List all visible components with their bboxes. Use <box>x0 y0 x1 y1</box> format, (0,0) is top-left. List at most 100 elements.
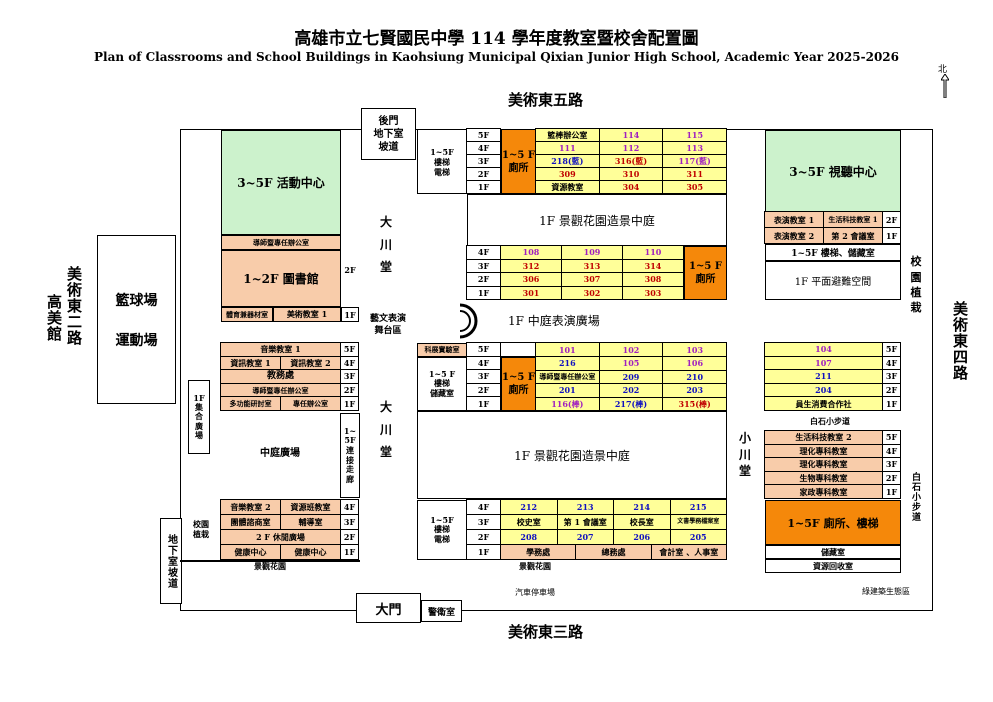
classroom: 307 <box>561 272 623 287</box>
floor-label: 2F <box>466 382 501 398</box>
classroom: 113 <box>662 141 727 155</box>
floor-label: 1F <box>340 396 359 411</box>
physics-lab: 理化專科教室 <box>764 443 883 459</box>
floor-label: 3F <box>340 514 359 530</box>
archive-room: 文書學務檔案室 <box>669 514 727 530</box>
biology-lab: 生物專科教室 <box>764 470 883 486</box>
floor-label: 1F <box>340 544 359 560</box>
east-south-building: 生活科技教室 2 5F 理化專科教室 4F 理化專科教室 3F 生物專科教室 2… <box>764 430 901 499</box>
classroom: 108 <box>500 245 562 260</box>
accounting-personnel-office: 會計室 、人事室 <box>650 544 727 560</box>
classroom: 111 <box>535 141 600 155</box>
road-north: 美術東五路 <box>508 91 584 109</box>
floor-label: 3F <box>466 258 501 273</box>
back-gate: 後門 地下室 坡道 <box>361 108 416 160</box>
floor-label: 2F <box>882 470 901 486</box>
playground-label: 運動場 <box>115 332 158 349</box>
floor-label: 1F <box>466 396 501 411</box>
cooperative-store: 員生消費合作社 <box>764 396 883 411</box>
science-lab: 科展實驗室 <box>417 343 467 357</box>
baseball-office: 籃棒辦公室 <box>535 128 600 142</box>
road-west: 美術東二路 <box>65 266 83 346</box>
physics-lab: 理化專科教室 <box>764 457 883 472</box>
classroom: 314 <box>622 258 684 273</box>
dachuan-hall-south: 大 川 堂 <box>379 399 392 460</box>
activity-center: 3~5F 活動中心 <box>221 130 341 235</box>
classroom: 311 <box>662 167 727 181</box>
floor-label: 1F <box>466 285 501 300</box>
classroom: 313 <box>561 258 623 273</box>
floor-label: 2F <box>882 382 901 398</box>
floor-label: 2F <box>466 272 501 287</box>
green-building-area: 綠建築生態區 <box>862 587 910 596</box>
south-stairs: 1~5F 樓梯 電梯 <box>417 500 467 560</box>
classroom: 306 <box>500 272 562 287</box>
classroom: 112 <box>598 141 664 155</box>
dachuan-hall-north: 大 川 堂 <box>379 214 392 275</box>
classroom: 303 <box>622 285 684 300</box>
classroom: 215 <box>669 499 727 515</box>
north-mid-classrooms: 108 109 110 312 313 314 306 307 308 301 … <box>500 245 684 300</box>
av-center: 3~5F 視聽中心 <box>765 130 901 212</box>
principal-office: 校長室 <box>613 514 671 530</box>
student-affairs-office: 學務處 <box>500 544 577 560</box>
meeting-room-2: 第 2 會議室 <box>823 227 883 244</box>
classroom: 109 <box>561 245 623 260</box>
road-east: 美術東四路 <box>951 301 969 381</box>
floor-label: 4F <box>882 355 901 371</box>
classroom: 107 <box>764 355 883 371</box>
basement-ramp: 地下室坡道 <box>160 518 182 604</box>
teacher-office: 導師暨專任辦公室 <box>220 382 341 398</box>
seminar-room: 多功能研討室 <box>220 396 281 411</box>
classroom: 302 <box>561 285 623 300</box>
performance-room-1: 表演教室 1 <box>764 211 824 228</box>
meeting-room-1: 第 1 會議室 <box>556 514 614 530</box>
classroom: 103 <box>662 342 727 357</box>
classroom: 310 <box>598 167 664 181</box>
floor-label: 3F <box>882 457 901 472</box>
floor-label: 4F <box>882 443 901 459</box>
landscape-garden-west: 景觀花園 <box>254 560 286 571</box>
north-mid-floor-labels: 4F 3F 2F 1F <box>466 245 501 300</box>
classroom: 214 <box>613 499 671 515</box>
center-stairs: 1~5 F 樓梯 儲藏室 <box>417 357 467 411</box>
south-floor-labels: 4F 3F 2F 1F <box>466 499 501 560</box>
floor-label: 3F <box>882 369 901 384</box>
connecting-corridor: 1~ 5F 連 接 走 廊 <box>340 413 360 498</box>
floor-label: 2F <box>466 529 501 545</box>
classroom: 301 <box>500 285 562 300</box>
floor-label: 5F <box>882 342 901 357</box>
art-room-1: 美術教室 1 <box>273 307 341 322</box>
classroom: 217(棒) <box>598 396 664 411</box>
art-stage-area: 藝文表演 舞台區 <box>369 314 406 336</box>
health-center: 健康中心 <box>280 544 341 560</box>
museum-label: 高美館 <box>45 294 63 342</box>
library-floor-label: 2F <box>344 265 356 275</box>
classroom: 205 <box>669 529 727 545</box>
floor-label: 2F <box>340 529 359 545</box>
floor-label: 1F <box>882 227 901 244</box>
basketball-court-label: 籃球場 <box>115 292 158 309</box>
north-toilet: 1~5 F 廁所 <box>501 129 536 194</box>
east-mid-building: 104 5F 107 4F 211 3F 204 2F 員生消費合作社 1F <box>764 342 901 411</box>
classroom: 201 <box>535 383 600 398</box>
center-toilet: 1~5 F 廁所 <box>501 357 536 411</box>
south-admin-row: 學務處 總務處 會計室 、人事室 <box>500 544 727 560</box>
east-toilet-stairs: 1~5F 廁所、樓梯 <box>765 500 901 545</box>
classroom: 204 <box>764 382 883 398</box>
performance-room-2: 表演教室 2 <box>764 227 824 244</box>
computer-room-2: 資訊教室 2 <box>280 355 341 371</box>
floor-label: 3F <box>466 514 501 530</box>
floor-label: 3F <box>466 369 501 384</box>
road-south: 美術東三路 <box>508 623 584 641</box>
classroom: 315(棒) <box>662 396 727 411</box>
resource-classroom: 資源教室 <box>535 180 600 194</box>
parking-lot: 汽車停車場 <box>515 587 555 597</box>
classroom: 312 <box>500 258 562 273</box>
music-room-2: 音樂教室 2 <box>220 499 281 515</box>
floor-label: 5F <box>882 430 901 445</box>
specialist-office: 專任辦公室 <box>280 396 341 411</box>
teacher-office: 導師暨專任辦公室 <box>535 369 600 384</box>
north-mid-toilet: 1~5 F 廁所 <box>684 246 727 300</box>
floor-label: 2F <box>340 382 359 398</box>
